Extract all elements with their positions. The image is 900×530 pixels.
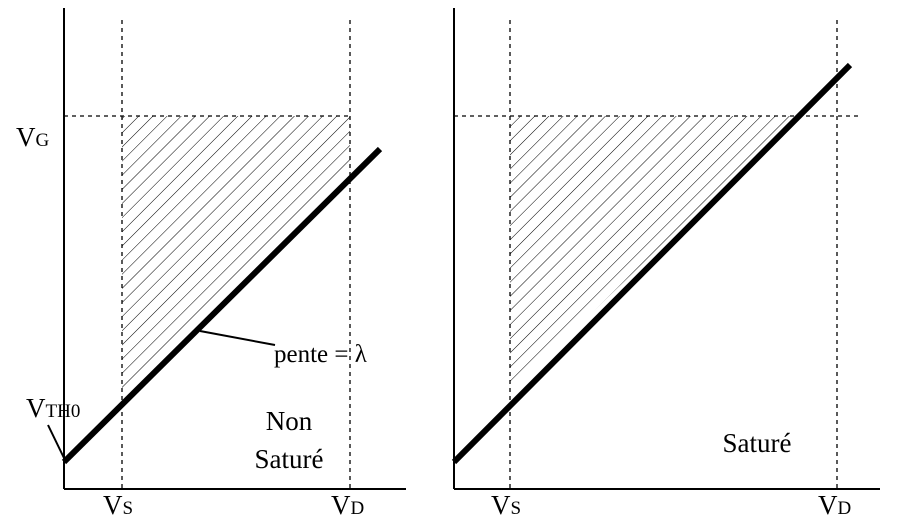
left-hatched-region <box>122 116 350 398</box>
slope-leader-line <box>199 330 276 346</box>
left-vs-label: VS <box>103 490 133 520</box>
vth0-leader-line <box>47 424 65 459</box>
vg-label: VG <box>16 122 50 152</box>
right-panel: VS VD Saturé <box>451 8 880 520</box>
right-vd-label: VD <box>818 490 851 520</box>
saturated-label: Saturé <box>723 428 792 458</box>
left-vd-label: VD <box>331 490 364 520</box>
slope-label: pente = λ <box>274 341 367 368</box>
right-threshold-line <box>451 62 853 465</box>
left-panel: VG VTH0 VS VD pente = λ Non Saturé <box>16 8 406 520</box>
vth0-label: VTH0 <box>26 393 80 423</box>
non-saturated-label-line1: Non <box>266 406 313 436</box>
right-hatched-region <box>510 116 795 392</box>
right-vs-label: VS <box>491 490 521 520</box>
non-saturated-label-line2: Saturé <box>255 444 324 474</box>
left-threshold-line <box>61 146 383 465</box>
